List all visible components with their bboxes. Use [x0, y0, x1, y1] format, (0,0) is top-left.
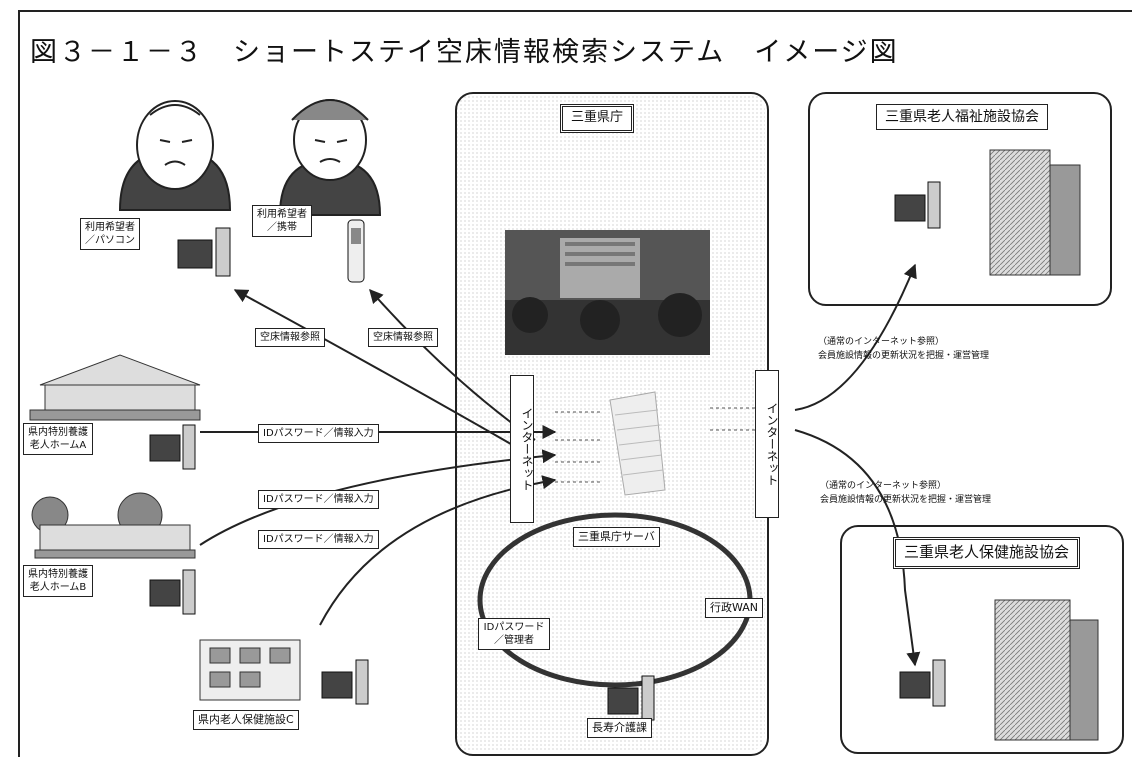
health-association-label: 三重県老人保健施設協会	[893, 537, 1081, 569]
facility-c-label: 県内老人保健施設C	[193, 710, 299, 731]
user-pc-icon	[177, 227, 231, 277]
home-a-label: 県内特別養護 老人ホームA	[23, 423, 93, 455]
welfare-association-label: 三重県老人福祉施設協会	[876, 104, 1048, 131]
home-a-building	[29, 354, 201, 421]
view-arrow-pc	[233, 289, 531, 456]
home-a-line1: 県内特別養護	[28, 427, 88, 438]
welfare-association-panel	[808, 92, 1112, 306]
welfare-pc-icon	[894, 181, 941, 229]
internet-label-right: インターネット	[755, 370, 779, 518]
health-note-line1: （通常のインターネット参照）	[820, 481, 947, 491]
mobile-user-line2: ／携帯	[267, 222, 297, 233]
mobile-user-line1: 利用希望者	[257, 209, 307, 220]
link-welfare	[794, 263, 917, 411]
pc-user-label: 利用希望者 ／パソコン	[80, 218, 140, 250]
admin-wan-label: 行政WAN	[705, 598, 764, 619]
pc-user-line2: ／パソコン	[85, 235, 135, 246]
elderly-woman-illustration	[278, 99, 382, 216]
bureau-label: 長寿介護課	[587, 718, 652, 739]
figure-title: 図３－１－３ ショートステイ空床情報検索システム イメージ図	[30, 37, 899, 68]
vacancy-view-label-1: 空床情報参照	[255, 328, 325, 347]
internet-label-left: インターネット	[510, 375, 534, 523]
internet-rays	[555, 407, 755, 483]
home-b-building	[31, 492, 196, 559]
figure-frame	[18, 10, 1132, 757]
pc-user-line1: 利用希望者	[85, 222, 135, 233]
home-b-label: 県内特別養護 老人ホームB	[23, 565, 93, 597]
welfare-association-building	[989, 149, 1081, 276]
pref-office-building-photo	[505, 230, 710, 355]
home-b-line1: 県内特別養護	[28, 569, 88, 580]
health-association-panel	[840, 525, 1124, 754]
welfare-note-line2: 会員施設情報の更新状況を把握・運営管理	[818, 350, 990, 361]
health-note: （通常のインターネット参照） 会員施設情報の更新状況を把握・運営管理	[820, 480, 991, 507]
mobile-phone-icon	[347, 219, 365, 283]
facility-c-pc-icon	[321, 659, 369, 705]
home-a-line2: 老人ホームA	[29, 440, 87, 451]
id-input-label-facility-c: IDパスワード／情報入力	[258, 530, 379, 549]
id-input-label-home-b: IDパスワード／情報入力	[258, 490, 379, 509]
elderly-man-illustration	[118, 100, 232, 211]
pref-server-label: 三重県庁サーバ	[573, 527, 660, 548]
id-admin-line2: ／管理者	[494, 635, 534, 646]
facility-c-building	[199, 639, 301, 701]
id-admin-line1: IDパスワード	[483, 622, 545, 633]
home-b-line2: 老人ホームB	[29, 582, 87, 593]
home-a-pc-icon	[149, 424, 196, 470]
link-health	[794, 429, 921, 667]
id-input-label-home-a: IDパスワード／情報入力	[258, 424, 379, 443]
welfare-note-line1: （通常のインターネット参照）	[818, 337, 945, 347]
vacancy-view-label-2: 空床情報参照	[368, 328, 438, 347]
pref-office-label: 三重県庁	[560, 104, 635, 133]
health-pc-icon	[899, 659, 946, 707]
home-b-pc-icon	[149, 569, 196, 615]
mobile-user-label: 利用希望者 ／携帯	[252, 205, 312, 237]
id-admin-label: IDパスワード ／管理者	[478, 618, 550, 650]
health-note-line2: 会員施設情報の更新状況を把握・運営管理	[820, 494, 992, 505]
server-building	[609, 391, 666, 496]
welfare-note: （通常のインターネット参照） 会員施設情報の更新状況を把握・運営管理	[818, 336, 989, 363]
bureau-pc-icon	[607, 675, 655, 721]
pref-office-panel	[455, 92, 769, 756]
health-association-building	[994, 599, 1099, 741]
